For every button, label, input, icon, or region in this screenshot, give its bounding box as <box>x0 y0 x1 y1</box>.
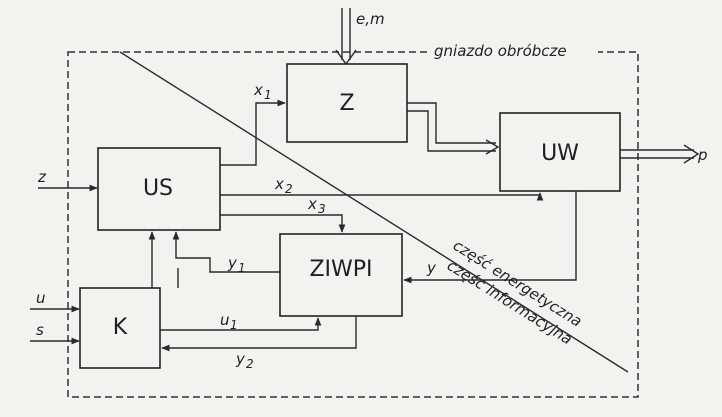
signal-p-label: p <box>697 146 708 164</box>
x3-line <box>220 214 346 233</box>
signal-y2-sub: 2 <box>246 357 254 371</box>
signal-x3-sub: 3 <box>318 202 326 216</box>
signal-y-label: y <box>426 259 437 277</box>
y2-line <box>161 316 357 352</box>
x2-line <box>220 192 544 201</box>
signal-x1-sub: 1 <box>264 88 272 102</box>
machining-nest-frame <box>67 51 639 398</box>
p-output-arrowhead <box>683 144 700 164</box>
frame-label-bg <box>430 40 598 62</box>
block-us <box>97 147 221 231</box>
x1-line <box>220 99 286 166</box>
block-k-label: K <box>113 315 128 340</box>
block-uw <box>499 112 621 192</box>
u1-line <box>160 317 322 331</box>
y1-line <box>172 231 280 273</box>
block-us-label: US <box>143 176 173 201</box>
signal-z-label: z <box>37 168 47 186</box>
block-uw-label: UW <box>541 141 579 166</box>
signal-y1-label: y <box>227 254 238 272</box>
block-z-label: Z <box>339 91 354 116</box>
block-ziwpi-label: ZIWPI <box>309 257 372 282</box>
z-to-uw-arrowhead <box>485 139 500 155</box>
z-to-uw-line-2 <box>407 110 496 152</box>
z-to-uw-line-1 <box>407 102 496 144</box>
signal-y2-label: y <box>235 350 246 368</box>
signal-em-label: e,m <box>356 10 385 28</box>
y-line <box>403 191 577 284</box>
region-divider-line <box>119 51 629 373</box>
signal-x2-label: x <box>274 175 284 193</box>
signal-x2-sub: 2 <box>285 182 293 196</box>
signal-s-label: s <box>36 321 44 339</box>
signal-u1-label: u <box>220 311 230 329</box>
frame-label: gniazdo obróbcze <box>434 42 567 60</box>
signal-x1-label: x <box>253 81 263 99</box>
block-z <box>286 63 408 143</box>
block-k <box>79 287 161 369</box>
signal-u-label: u <box>36 289 46 307</box>
signal-x3-label: x <box>307 195 317 213</box>
signal-y1-sub: 1 <box>238 261 246 275</box>
block-ziwpi <box>279 233 403 317</box>
signal-u1-sub: 1 <box>230 318 238 332</box>
